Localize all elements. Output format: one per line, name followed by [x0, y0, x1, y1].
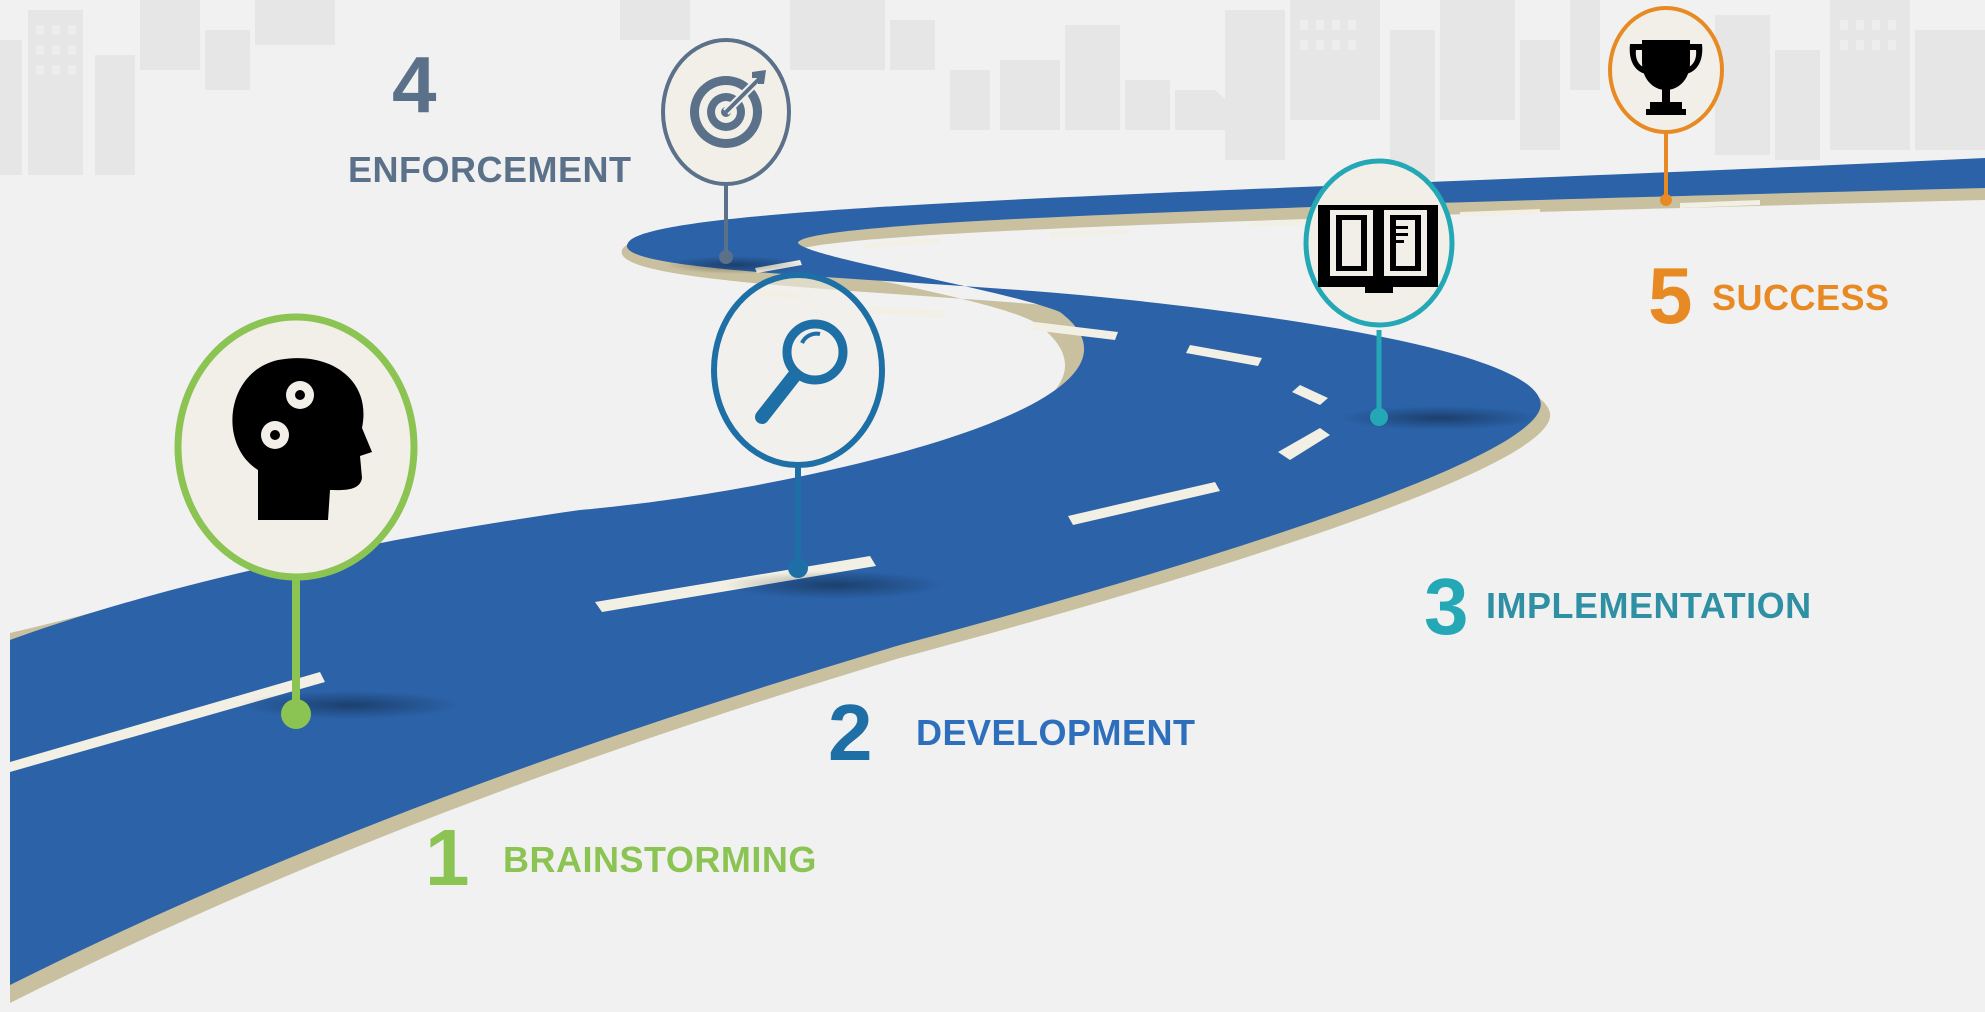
magnifier-icon	[755, 319, 848, 424]
step-4-label: ENFORCEMENT	[348, 149, 632, 190]
step-5-caption: 5 SUCCESS	[1648, 251, 1890, 340]
target-icon	[690, 70, 766, 148]
step-5-number: 5	[1648, 251, 1693, 340]
marker-development	[711, 272, 885, 578]
step-1-caption: 1 BRAINSTORMING	[425, 813, 817, 902]
trophy-icon	[1629, 40, 1703, 115]
head-gears-icon	[232, 358, 372, 520]
step-3-label: IMPLEMENTATION	[1486, 585, 1812, 626]
marker-success	[1608, 6, 1724, 206]
marker-enforcement	[661, 38, 791, 264]
marker-implementation	[1303, 158, 1455, 426]
road-surface	[10, 158, 1985, 985]
step-1-label: BRAINSTORMING	[503, 839, 817, 880]
step-4-caption: 4 ENFORCEMENT	[348, 40, 632, 190]
city-skyline	[0, 0, 1985, 180]
step-4-number: 4	[392, 40, 437, 129]
step-5-label: SUCCESS	[1712, 277, 1890, 318]
step-3-caption: 3 IMPLEMENTATION	[1424, 562, 1812, 651]
open-book-icon	[1318, 205, 1438, 293]
step-1-number: 1	[425, 813, 470, 902]
marker-brainstorming	[174, 313, 418, 729]
step-2-caption: 2 DEVELOPMENT	[828, 688, 1196, 777]
step-3-number: 3	[1424, 562, 1469, 651]
step-2-label: DEVELOPMENT	[916, 712, 1196, 753]
step-2-number: 2	[828, 688, 873, 777]
